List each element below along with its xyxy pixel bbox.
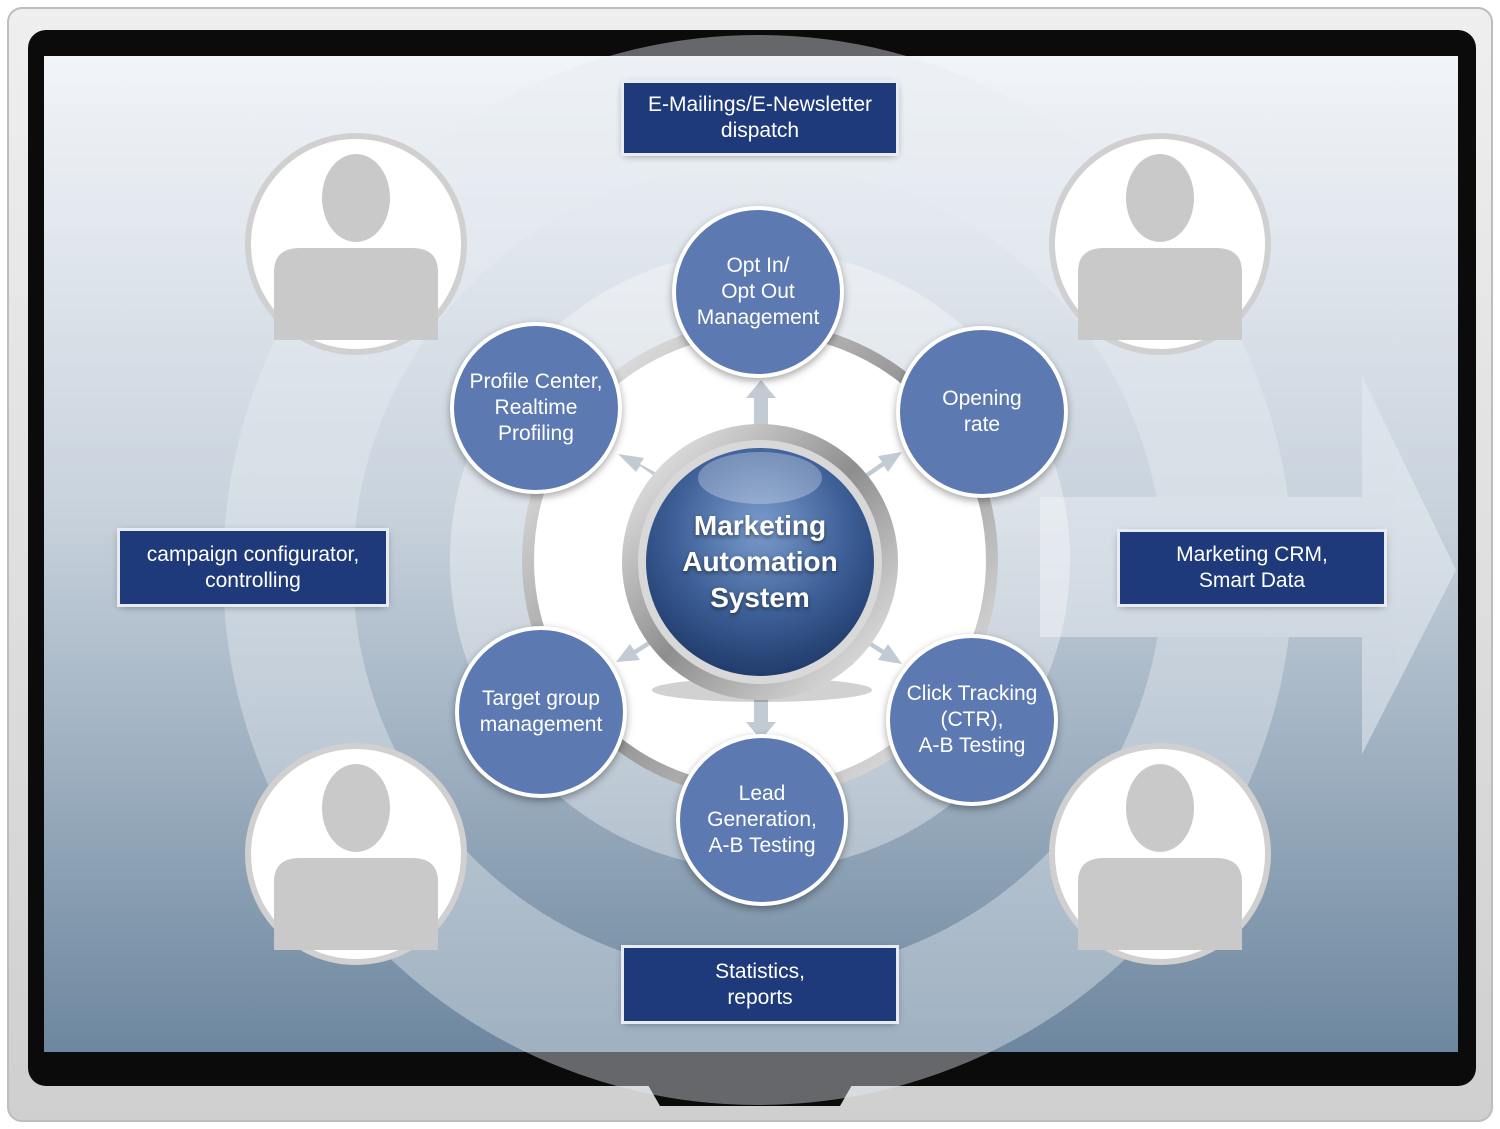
user-avatar-icon xyxy=(1049,133,1271,355)
node-profile-center-label: Profile Center, Realtime Profiling xyxy=(469,370,603,445)
box-marketing-crm-label: Marketing CRM, Smart Data xyxy=(1176,543,1328,592)
node-click-tracking-label: Click Tracking (CTR), A-B Testing xyxy=(906,682,1038,757)
node-lead-generation: Lead Generation, A-B Testing xyxy=(676,734,848,906)
node-profile-center: Profile Center, Realtime Profiling xyxy=(450,322,622,494)
node-opt-in-out: Opt In/ Opt Out Management xyxy=(672,206,844,378)
box-email-dispatch-label: E-Mailings/E-Newsletter dispatch xyxy=(647,93,873,142)
spoke-arrows xyxy=(616,380,902,740)
arrow-icon xyxy=(616,636,658,662)
bezel-tab xyxy=(628,1050,872,1106)
user-avatar-icon xyxy=(245,133,467,355)
arrow-icon xyxy=(618,454,662,480)
node-click-tracking: Click Tracking (CTR), A-B Testing xyxy=(886,634,1058,806)
hub-sphere xyxy=(622,424,898,702)
arrow-icon xyxy=(862,452,902,480)
arrow-icon xyxy=(746,380,776,425)
user-avatar-icon xyxy=(1049,743,1271,965)
box-campaign-configurator-label: campaign configurator, controlling xyxy=(146,542,360,592)
box-email-dispatch: E-Mailings/E-Newsletter dispatch xyxy=(624,83,896,153)
hub-label: Marketing Automation System xyxy=(640,500,880,624)
node-opening-rate-label: Opening rate xyxy=(942,387,1022,436)
node-opening-rate: Opening rate xyxy=(896,326,1068,498)
node-target-group-label: Target group management xyxy=(479,687,603,736)
box-statistics-reports-label: Statistics, reports xyxy=(715,959,805,1009)
box-marketing-crm: Marketing CRM, Smart Data xyxy=(1120,532,1384,604)
hub-label-text: Marketing Automation System xyxy=(682,510,838,613)
node-opt-in-out-label: Opt In/ Opt Out Management xyxy=(696,254,820,329)
node-lead-generation-label: Lead Generation, A-B Testing xyxy=(707,782,817,857)
node-target-group: Target group management xyxy=(455,626,627,798)
box-campaign-configurator: campaign configurator, controlling xyxy=(120,531,386,604)
box-statistics-reports: Statistics, reports xyxy=(624,948,896,1021)
arrow-icon xyxy=(746,697,776,740)
user-avatar-icon xyxy=(245,743,467,965)
